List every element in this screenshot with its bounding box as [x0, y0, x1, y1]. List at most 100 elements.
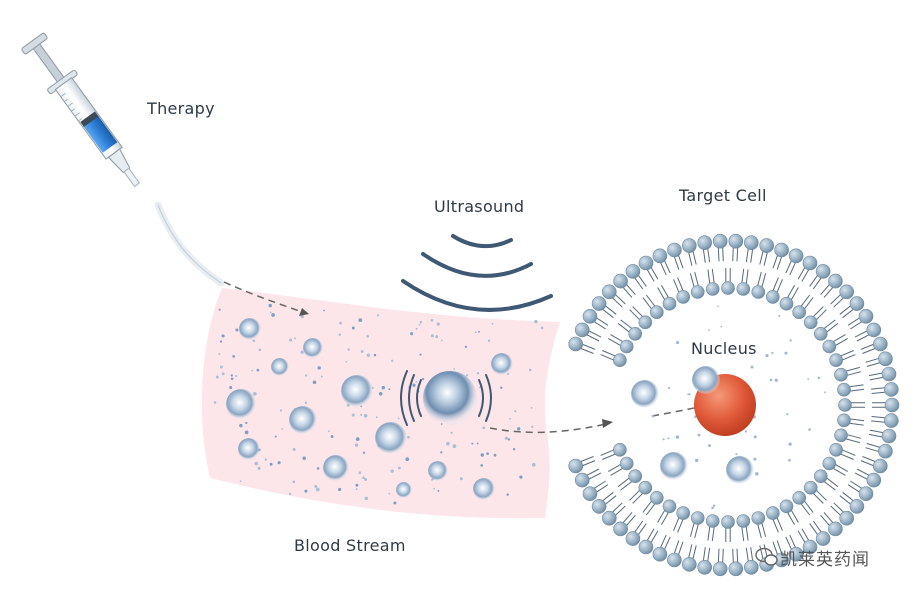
lipid-head — [628, 326, 643, 341]
particle — [717, 305, 719, 308]
particle — [304, 374, 308, 377]
lipid-head — [834, 428, 848, 443]
lipid-head — [803, 315, 818, 330]
particle — [493, 453, 497, 457]
lipid-head — [625, 264, 641, 279]
particle — [507, 438, 511, 441]
vesicle — [726, 456, 754, 484]
particle — [230, 374, 233, 377]
lipid-head — [743, 559, 759, 575]
lipid-head — [884, 397, 900, 413]
particle — [358, 471, 362, 475]
particle — [235, 375, 238, 378]
lipid-head — [813, 326, 828, 341]
particle — [355, 437, 360, 441]
particle — [512, 447, 516, 451]
particle — [312, 380, 317, 385]
particle — [750, 365, 754, 369]
particle — [316, 467, 320, 470]
lipid-head — [690, 511, 705, 525]
particle — [491, 322, 494, 325]
lipid-head — [829, 442, 843, 457]
ultrasound-label: Ultrasound — [434, 197, 525, 216]
particle — [430, 318, 434, 322]
particle — [440, 451, 443, 454]
particle — [753, 457, 757, 461]
particle — [328, 430, 330, 432]
particle — [471, 442, 474, 445]
particle — [288, 492, 292, 496]
particle — [676, 341, 680, 345]
particle — [218, 308, 221, 311]
particle — [338, 487, 342, 492]
particle — [817, 376, 821, 380]
lipid-head — [690, 285, 705, 299]
particle — [480, 464, 484, 467]
particle — [753, 435, 757, 439]
lipid-head — [676, 506, 691, 520]
lipid-head — [628, 469, 643, 484]
particle — [452, 444, 457, 448]
particle — [712, 504, 716, 507]
lipid-head — [601, 510, 617, 526]
particle — [274, 435, 277, 438]
lipid-head — [638, 255, 654, 271]
particle — [437, 489, 440, 492]
particle — [446, 441, 450, 446]
lipid-head — [652, 546, 668, 562]
particle — [412, 383, 416, 387]
particle — [415, 380, 418, 383]
particle — [279, 409, 283, 412]
vesicle — [375, 422, 407, 454]
particle — [476, 371, 480, 375]
lipid-head — [883, 413, 899, 428]
lipid-head — [751, 285, 766, 299]
lipid-head — [788, 248, 804, 264]
particle — [219, 340, 223, 343]
injection-arrow — [223, 281, 303, 313]
particle — [268, 303, 272, 308]
particle — [388, 492, 391, 495]
vesicle — [491, 353, 513, 375]
lipid-head — [662, 499, 677, 514]
particle — [358, 318, 363, 322]
particle — [314, 485, 318, 488]
lipid-head — [813, 469, 828, 484]
particle — [514, 410, 517, 413]
lipid-head — [638, 539, 654, 555]
lipid-head — [828, 521, 843, 537]
lipid-head — [667, 552, 682, 568]
particle — [788, 442, 792, 446]
particle — [708, 444, 711, 448]
particle — [450, 431, 453, 434]
particle — [317, 366, 321, 370]
particle — [258, 348, 262, 352]
particle — [405, 457, 410, 462]
particle — [711, 506, 714, 510]
particle — [509, 417, 511, 420]
particle — [465, 374, 469, 377]
particle — [239, 423, 243, 428]
particle — [662, 438, 665, 441]
transport-arrow — [489, 423, 607, 434]
particle — [530, 407, 533, 409]
lipid-head — [743, 235, 759, 250]
blood-stream-band — [201, 288, 561, 519]
lipid-head — [839, 510, 855, 526]
particle — [245, 421, 248, 425]
vesicle — [238, 438, 260, 460]
particle — [755, 472, 759, 476]
lipid-head — [837, 413, 851, 428]
particle — [235, 328, 239, 332]
particle — [323, 309, 325, 312]
lipid-head — [721, 515, 735, 529]
particle — [534, 319, 538, 324]
particle — [221, 372, 225, 376]
lipid-head — [662, 296, 677, 311]
particle — [486, 452, 489, 455]
vesicle — [396, 482, 412, 498]
vesicle — [303, 338, 323, 358]
vesicle — [289, 406, 317, 434]
particle — [480, 453, 485, 457]
lipid-head — [721, 281, 735, 295]
